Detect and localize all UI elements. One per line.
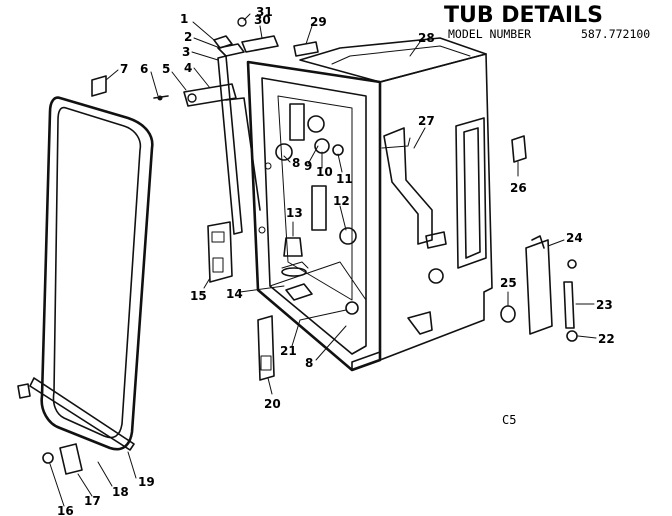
hinge-bracket-part	[183, 83, 237, 107]
callout-31: 31	[256, 5, 273, 19]
top-latch-part	[293, 41, 319, 57]
floor-bracket	[281, 261, 309, 269]
callout-21: 21	[280, 344, 297, 358]
pump-base	[285, 283, 313, 301]
top-bracket-part	[217, 43, 245, 57]
callout-9: 9	[304, 159, 312, 173]
callout-30: 30	[254, 13, 271, 27]
model-number-label: MODEL NUMBER	[448, 27, 531, 41]
bracket-part-24-tab	[531, 235, 545, 249]
drain-fitting	[345, 301, 359, 315]
nut-part-22	[566, 330, 578, 342]
tub-top-inner	[331, 45, 471, 65]
callout-26: 26	[510, 181, 527, 195]
tub-plinth	[351, 351, 381, 371]
callout-7: 7	[120, 62, 128, 76]
hinge-screw-head	[157, 95, 163, 101]
gasket-inner	[52, 106, 142, 439]
interior-fitting	[307, 115, 325, 133]
model-number-value: 587.772100	[581, 27, 650, 41]
callout-20: 20	[264, 397, 281, 411]
callout-22: 22	[598, 332, 615, 346]
callout-13: 13	[286, 206, 303, 220]
top-clamp-part	[241, 35, 279, 53]
spray-arm-washer	[281, 267, 307, 277]
nut-part-23-top	[567, 259, 577, 269]
gasket-clip-part	[91, 75, 107, 97]
side-vent-frame	[455, 117, 487, 269]
callout-8-upper: 8	[292, 156, 300, 170]
callout-19: 19	[138, 475, 155, 489]
bracket-part-26	[511, 135, 527, 163]
callout-4: 4	[184, 61, 192, 75]
diagram-title: TUB DETAILS	[444, 3, 603, 28]
hinge-cable	[225, 97, 261, 211]
callout-28: 28	[418, 31, 435, 45]
callout-29: 29	[310, 15, 327, 29]
page-code: C5	[502, 413, 516, 427]
hinge-strip	[217, 55, 243, 235]
gasket-outer	[40, 96, 154, 451]
callout-24: 24	[566, 231, 583, 245]
side-clip	[425, 231, 447, 249]
latch-window	[260, 355, 272, 371]
frame-rivet	[264, 162, 272, 170]
callout-14: 14	[226, 287, 243, 301]
callout-8-lower: 8	[305, 356, 313, 370]
callout-3: 3	[182, 45, 190, 59]
callout-12: 12	[333, 194, 350, 208]
interior-channel	[311, 185, 327, 231]
trim-cap-left	[17, 383, 31, 399]
callout-25: 25	[500, 276, 517, 290]
frame-rivet	[258, 226, 266, 234]
tub-floor-line	[269, 261, 367, 301]
washer-part-25	[500, 305, 516, 323]
callout-23: 23	[596, 298, 613, 312]
interior-nut	[275, 143, 293, 161]
callout-27: 27	[418, 114, 435, 128]
interior-inlet	[339, 227, 357, 245]
side-vent-slot	[463, 127, 481, 259]
side-port	[428, 268, 444, 284]
tub-top	[299, 37, 487, 83]
rod-part-23	[563, 281, 575, 329]
callout-1: 1	[180, 12, 188, 26]
hinge-bracket-hole	[187, 93, 197, 103]
callout-16: 16	[57, 504, 74, 516]
side-duct	[383, 127, 433, 245]
callout-11: 11	[336, 172, 353, 186]
door-gasket	[40, 96, 154, 451]
trim-bracket-part	[59, 443, 83, 475]
tub-assembly	[246, 37, 493, 372]
trim-screw-part	[42, 452, 54, 464]
interior-gasket	[314, 138, 330, 154]
top-screw-part	[213, 35, 233, 49]
bracket-part-24	[525, 239, 553, 335]
callout-2: 2	[184, 30, 192, 44]
callout-15: 15	[190, 289, 207, 303]
callout-6: 6	[140, 62, 148, 76]
spray-arm-hub	[283, 237, 303, 257]
latch-window	[211, 231, 225, 243]
callout-17: 17	[84, 494, 101, 508]
door-trim-strip	[29, 377, 135, 451]
tub-back-wall	[277, 95, 353, 301]
tub-right-side	[379, 53, 493, 361]
interior-bracket	[289, 103, 305, 141]
side-hose	[381, 137, 411, 149]
callout-5: 5	[162, 62, 170, 76]
tub-bottom-bracket	[407, 311, 433, 335]
callout-10: 10	[316, 165, 333, 179]
tub-front-frame	[246, 60, 382, 372]
callout-labels: 1 2 3 4 5 6 7 8 8 9 10 11 12 13 14 15 16…	[57, 5, 615, 516]
leader-lines	[49, 13, 597, 507]
latch-part-15	[207, 221, 233, 283]
tub-front-inner	[261, 77, 367, 355]
latch-window	[212, 257, 224, 273]
latch-part-20	[257, 315, 275, 381]
callout-18: 18	[112, 485, 129, 499]
